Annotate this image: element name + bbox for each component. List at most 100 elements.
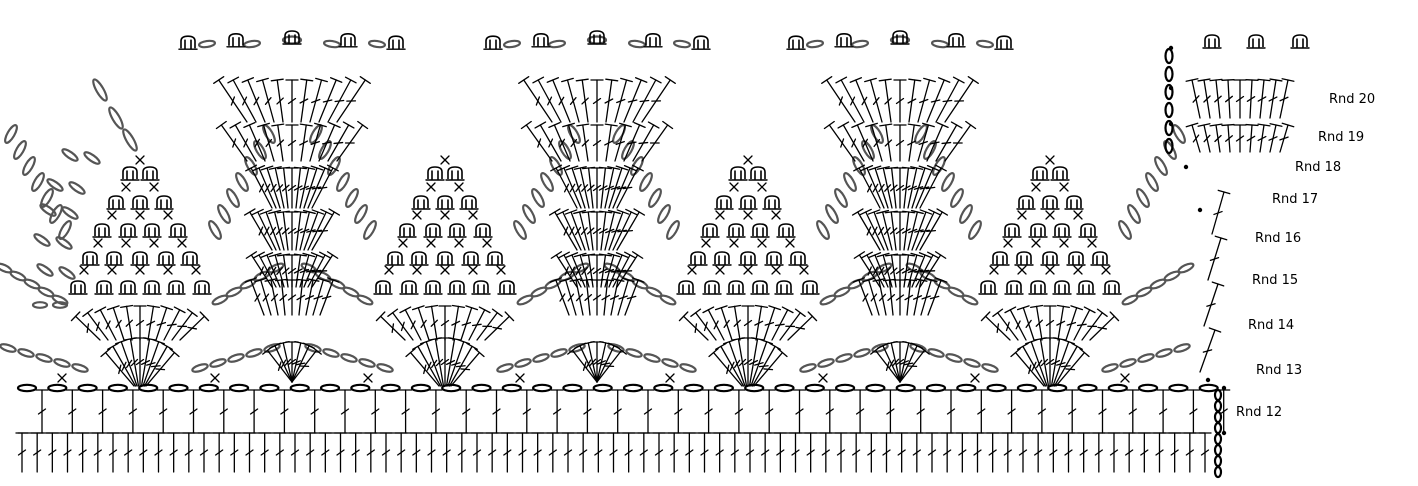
dc-slash [1109, 449, 1119, 456]
dc-stitch [151, 432, 166, 473]
dc-stitch [45, 432, 59, 473]
dc-slash [548, 138, 554, 148]
dc-slash [574, 226, 582, 236]
puff-outline [108, 195, 124, 208]
dc-topbar [865, 122, 878, 128]
chain-stitch [22, 156, 36, 176]
dc-slash [913, 269, 924, 273]
puff-stitch [447, 280, 467, 295]
dc-slash [840, 138, 845, 148]
dc-stitch [911, 252, 932, 288]
dc-stitch [252, 164, 277, 209]
dc-stitch [515, 432, 530, 473]
dc-slash [1050, 359, 1061, 366]
dc-slash [615, 140, 625, 146]
puff-stitch [676, 280, 696, 295]
dc-topbar [605, 78, 619, 82]
dc-topbar [1016, 305, 1030, 311]
dc-slash [569, 226, 575, 236]
dc-slash [1036, 359, 1043, 369]
dc-slash [872, 266, 879, 276]
dc-stitch [318, 432, 332, 473]
dc-slash [187, 326, 198, 330]
chain-stitch [1164, 101, 1174, 119]
dc-topbar [876, 252, 890, 258]
dc-stitch [1233, 79, 1247, 119]
dc-stitch [860, 164, 885, 209]
chain-stitch [1127, 204, 1141, 224]
dc-stitch [304, 278, 320, 316]
puff-outline [485, 35, 501, 49]
dc-slash [738, 358, 747, 367]
dc-topbar [604, 123, 618, 127]
dc-slash [318, 229, 329, 233]
dc-stitch [242, 432, 257, 473]
puff-stitch [373, 280, 393, 295]
dc-stitch [616, 208, 646, 251]
puff-outline [425, 280, 441, 293]
dc-topbar [302, 166, 316, 170]
chain-stitch [471, 383, 492, 393]
chain-stitch [1177, 262, 1195, 274]
dc-slash [895, 97, 905, 105]
puff-outline [142, 166, 158, 179]
dc-stitch [878, 78, 892, 123]
sc-stitch [135, 210, 145, 220]
dc-slash [1034, 449, 1043, 456]
puff-outline [766, 251, 782, 264]
dc-stitch [312, 277, 330, 316]
dc-topbar [950, 121, 963, 129]
dc-slash [1035, 319, 1043, 327]
dc-stitch [264, 278, 279, 316]
dc-slash [624, 449, 633, 456]
chain-stitch [865, 383, 886, 393]
dc-stitch [1245, 123, 1259, 153]
dc-slash [78, 449, 87, 456]
dc-slash [287, 294, 297, 301]
dc-slash [258, 183, 265, 193]
dc-slash [733, 319, 741, 327]
dc-slash [726, 364, 730, 375]
dc-slash [1037, 408, 1047, 415]
dc-stitch [1073, 306, 1096, 341]
chain-stitch [31, 301, 49, 309]
dc-topbar [1257, 123, 1271, 127]
dc-slash [265, 138, 273, 148]
puff-outline [1030, 280, 1046, 293]
puff-stitch [762, 195, 782, 210]
dc-stitch [715, 342, 745, 387]
chain-stitch [1213, 454, 1223, 468]
puff-stitch [411, 195, 431, 210]
puff-stitch [726, 223, 746, 238]
dc-topbar [1079, 348, 1090, 358]
dc-stitch [608, 165, 629, 209]
dc-stitch [1199, 327, 1222, 373]
puff-stitch [800, 280, 820, 295]
dc-topbar [910, 252, 924, 258]
dc-slash [313, 295, 323, 300]
chain-stitch [825, 204, 839, 224]
chain-stitch [963, 358, 981, 368]
dc-slash [927, 449, 937, 456]
dc-slash [729, 361, 735, 371]
dc-topbar [936, 208, 949, 216]
dc-topbar [1211, 281, 1225, 287]
dc-topbar [934, 164, 947, 172]
sc-stroke [149, 238, 159, 248]
dc-topbar [910, 209, 924, 215]
chain-stitch [1164, 47, 1174, 65]
dc-topbar [564, 209, 578, 215]
dc-slash [734, 408, 744, 415]
dc-stitch [217, 389, 231, 434]
dc-topbar [992, 308, 1004, 317]
dc-slash [930, 99, 941, 103]
dc-slash [872, 97, 880, 105]
dc-stitch [853, 389, 867, 434]
dc-slash [570, 138, 578, 148]
chain-stitch [930, 39, 950, 49]
chain-stitch [83, 151, 101, 165]
dc-topbar [70, 311, 81, 322]
dc-stitch [167, 432, 181, 473]
dc-slash [287, 227, 297, 235]
sc-stroke [454, 182, 464, 192]
